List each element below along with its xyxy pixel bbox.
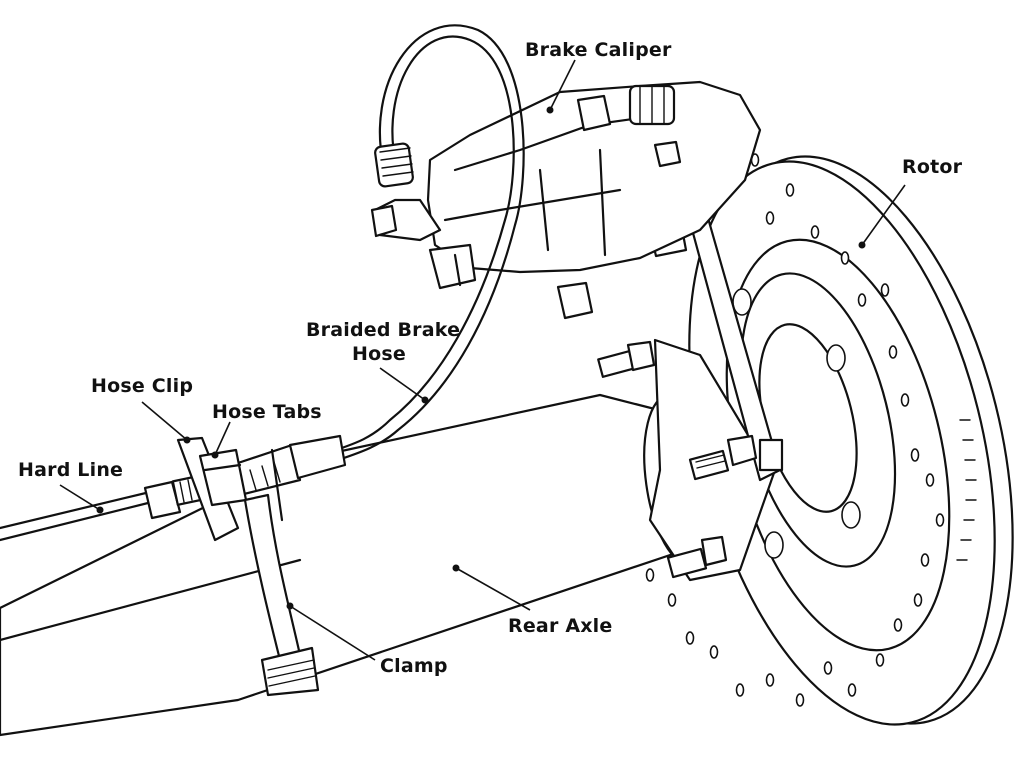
brake-caliper [370, 80, 762, 290]
label-hose-clip: Hose Clip [91, 375, 193, 397]
rear-axle [0, 393, 717, 737]
rotor [645, 153, 1014, 726]
label-rotor: Rotor [902, 156, 963, 178]
label-clamp: Clamp [380, 655, 448, 677]
leader-lines [59, 59, 906, 661]
label-hard-line: Hard Line [18, 459, 123, 481]
label-rear-axle: Rear Axle [508, 615, 612, 637]
hose-clip [176, 436, 248, 542]
rotor-drill-holes [645, 153, 945, 707]
label-braided-brake-hose-line2: Hose [352, 343, 406, 365]
clamp [243, 448, 320, 697]
label-hose-tabs: Hose Tabs [212, 401, 322, 423]
label-brake-caliper: Brake Caliper [525, 39, 672, 61]
label-braided-brake-hose-line1: Braided Brake [306, 319, 460, 341]
